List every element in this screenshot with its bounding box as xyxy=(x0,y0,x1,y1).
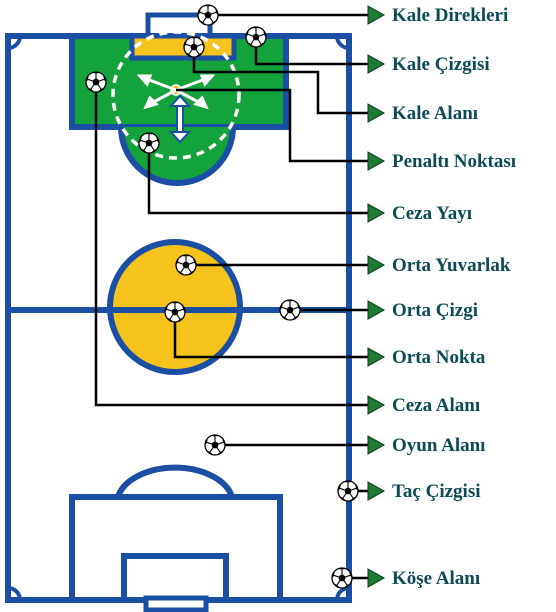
pointer-lines xyxy=(94,13,372,580)
label-touch-line: Taç Çizgisi xyxy=(392,481,481,502)
label-center-spot: Orta Nokta xyxy=(392,347,486,368)
label-field-of-play: Oyun Alanı xyxy=(392,435,485,456)
soccer-ball-icon xyxy=(183,36,205,58)
label-goal-area: Kale Alanı xyxy=(392,103,478,124)
label-penalty-arc: Ceza Yayı xyxy=(392,203,472,224)
soccer-ball-icon xyxy=(331,567,353,589)
green-triangle-arrow-icon xyxy=(367,435,386,455)
corner-arc-tl xyxy=(7,35,22,50)
soccer-ball-icon xyxy=(204,434,226,456)
green-triangle-arrow-icon xyxy=(367,151,386,171)
corner-arc-br xyxy=(335,586,350,601)
soccer-ball-icon xyxy=(85,71,107,93)
soccer-ball-icon xyxy=(175,254,197,276)
green-triangle-arrow-icon xyxy=(367,255,386,275)
label-penalty-spot: Penaltı Noktası xyxy=(392,151,516,172)
soccer-ball-icon xyxy=(197,4,219,26)
label-corner-area: Köşe Alanı xyxy=(392,568,480,589)
label-halfway-line: Orta Çizgi xyxy=(392,300,478,321)
bottom-penalty-arc xyxy=(115,464,235,499)
green-triangle-arrow-icon xyxy=(367,481,386,501)
football-field xyxy=(5,12,352,612)
label-goal-line: Kale Çizgisi xyxy=(392,54,490,75)
soccer-ball-icon xyxy=(245,26,267,48)
labels: Kale Direkleri Kale Çizgisi Kale Alanı P… xyxy=(392,5,516,589)
green-triangle-arrow-icon xyxy=(367,203,386,223)
soccer-ball-icon xyxy=(337,480,359,502)
corner-arc-bl xyxy=(7,586,22,601)
label-goal-posts: Kale Direkleri xyxy=(392,5,508,26)
green-triangle-arrow-icon xyxy=(367,5,386,25)
top-goal-area xyxy=(129,33,237,61)
penalty-arrows xyxy=(136,74,216,110)
green-triangle-arrow-icon xyxy=(367,54,386,74)
soccer-ball-icon xyxy=(164,301,186,323)
soccer-ball-icon xyxy=(279,299,301,321)
bottom-goal-area xyxy=(121,553,229,603)
arrow-heads xyxy=(367,5,386,588)
label-penalty-area: Ceza Alanı xyxy=(392,395,480,416)
green-triangle-arrow-icon xyxy=(367,395,386,415)
green-triangle-arrow-icon xyxy=(367,347,386,367)
green-triangle-arrow-icon xyxy=(367,103,386,123)
green-triangle-arrow-icon xyxy=(367,568,386,588)
green-triangle-arrow-icon xyxy=(367,300,386,320)
bottom-goal xyxy=(143,595,209,612)
label-center-circle: Orta Yuvarlak xyxy=(392,255,511,276)
corner-arc-tr xyxy=(335,35,350,50)
soccer-ball-icon xyxy=(138,132,160,154)
penalty-dashed-circle xyxy=(111,30,241,160)
